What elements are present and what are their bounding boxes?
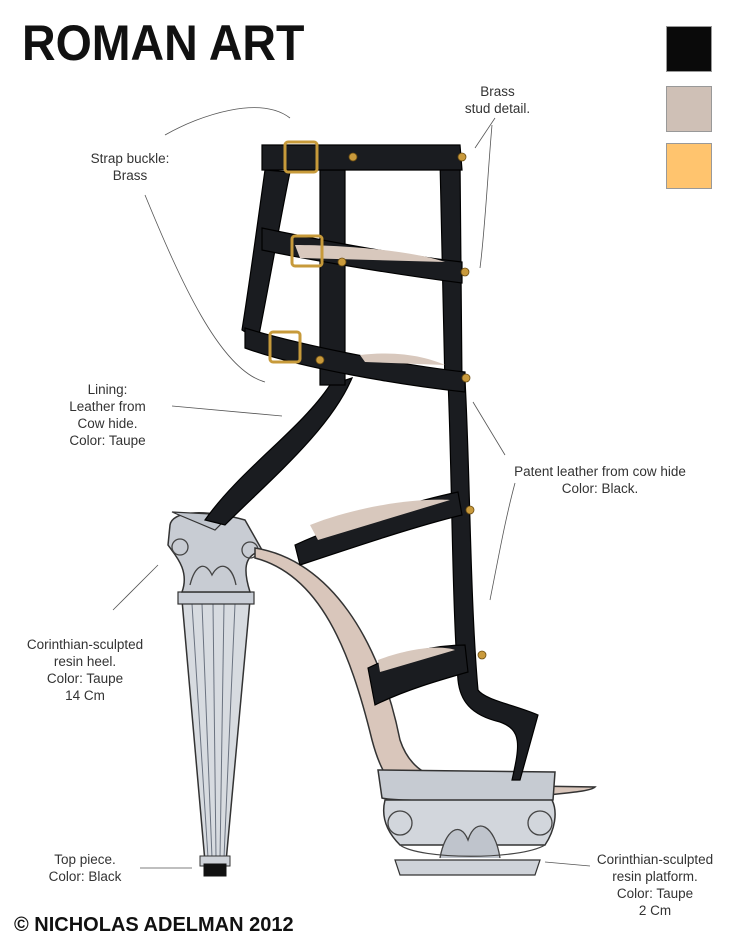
swatch-taupe [666, 86, 712, 132]
lining [295, 245, 455, 672]
annotation-patent-leather: Patent leather from cow hide Color: Blac… [514, 464, 686, 496]
leader-lines [112, 107, 591, 869]
sole [254, 547, 597, 797]
annotation-strap-buckle: Strap buckle: Brass [90, 151, 170, 183]
swatch-black [666, 26, 712, 72]
annotation-top-piece: Top piece. Color: Black [48, 852, 122, 884]
annotation-brass-stud: Brass stud detail. [464, 84, 531, 116]
copyright-footer: © NICHOLAS ADELMAN 2012 [14, 914, 294, 936]
column-heel [167, 511, 264, 877]
platform [377, 769, 556, 876]
buckles [268, 140, 324, 364]
swatch-gold [666, 143, 712, 189]
ankle-cage [204, 144, 539, 781]
annotation-platform: Corinthian-sculpted resin platform. Colo… [596, 852, 714, 918]
page-title: ROMAN ART [22, 15, 305, 71]
studs [315, 152, 487, 660]
annotation-heel: Corinthian-sculpted resin heel. Color: T… [26, 637, 144, 703]
annotation-lining: Lining: Leather from Cow hide. Color: Ta… [69, 382, 146, 448]
